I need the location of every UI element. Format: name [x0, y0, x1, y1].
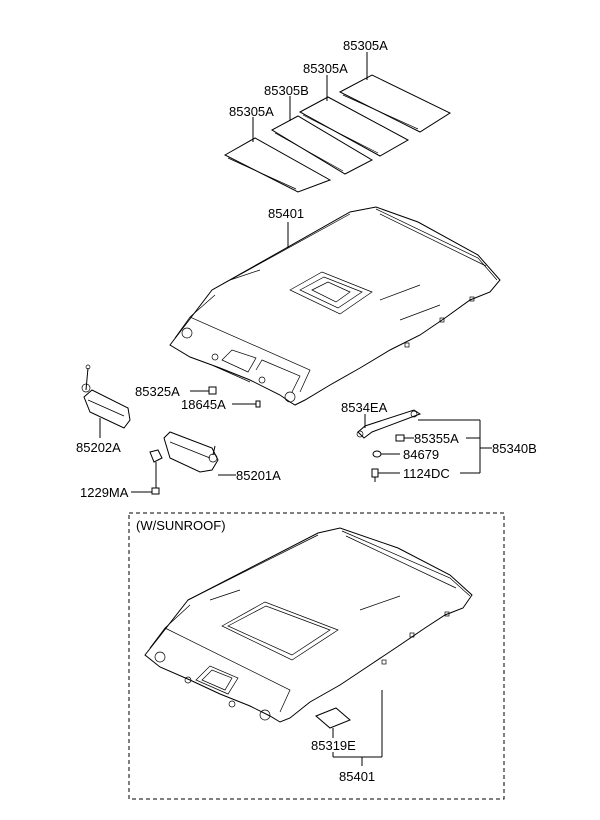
clip-84679: [372, 450, 382, 458]
label-85319e: 85319E: [311, 738, 356, 753]
clip-85325a: [208, 386, 217, 395]
strip-85305a-fourth: [223, 137, 332, 193]
cap-85355a: [395, 434, 405, 442]
label-85325a: 85325A: [135, 384, 180, 399]
label-85201a: 85201A: [236, 468, 281, 483]
bracket-85340b: [418, 419, 492, 474]
label-85305a-second: 85305A: [303, 61, 348, 76]
label-8534ea: 8534EA: [341, 400, 388, 415]
sun-visor-85202a: [81, 364, 131, 429]
label-85401-main: 85401: [268, 206, 304, 221]
strip-85305a-second: [298, 96, 410, 157]
label-85305b: 85305B: [264, 83, 309, 98]
label-85305a-fourth: 85305A: [229, 104, 274, 119]
bolt-18645a: [250, 400, 261, 408]
sun-visor-85201a: [163, 431, 219, 473]
sunroof-group-box: [128, 512, 505, 800]
label-sunroof-group: (W/SUNROOF): [136, 518, 226, 533]
label-85340b: 85340B: [492, 441, 537, 456]
label-84679: 84679: [403, 447, 439, 462]
label-85305a-top: 85305A: [343, 38, 388, 53]
screw-1124dc: [371, 468, 379, 482]
visor-holder: [149, 449, 163, 495]
label-85401-sunroof: 85401: [339, 769, 375, 784]
strip-85305b: [270, 115, 374, 175]
strip-85305a-top: [338, 74, 452, 133]
headliner-85401-sunroof: [144, 527, 473, 723]
label-18645a: 18645A: [181, 397, 226, 412]
label-1124dc: 1124DC: [403, 466, 450, 481]
headliner-85401: [169, 206, 501, 406]
label-1229ma: 1229MA: [80, 485, 129, 500]
sunroof-pad-85319e: [315, 707, 351, 729]
label-85355a: 85355A: [414, 431, 459, 446]
label-85202a: 85202A: [76, 440, 121, 455]
